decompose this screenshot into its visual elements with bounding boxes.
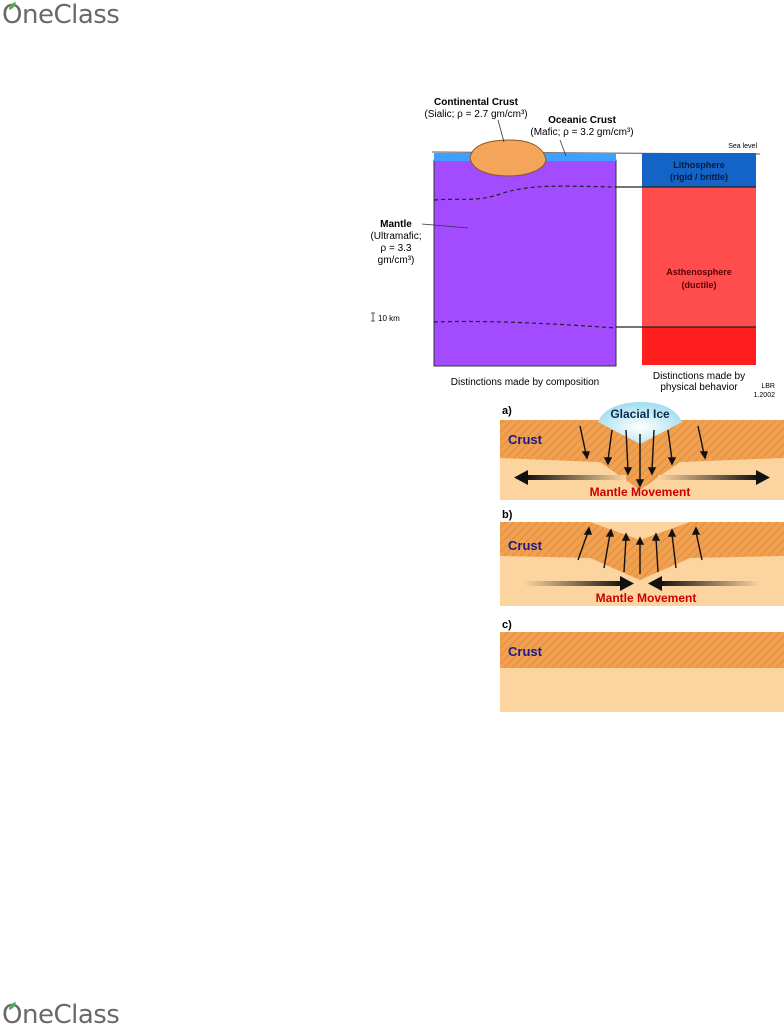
oneclass-logo-top: OneClass xyxy=(2,0,120,30)
logo-text: OneClass xyxy=(2,1000,120,1030)
lithosphere-sub: (rigid / brittle) xyxy=(670,172,728,182)
panel-a: a) Glacial Ice Crust Mantle Movement xyxy=(500,402,784,500)
mantle-column xyxy=(433,159,617,367)
panel-a-label: a) xyxy=(502,405,512,417)
lithosphere-boundary-left xyxy=(433,185,617,201)
oneclass-logo-bottom: OneClass xyxy=(2,1000,120,1030)
continental-leader-line xyxy=(497,119,505,143)
lower-mantle-block xyxy=(642,327,756,365)
asthenosphere-sub: (ductile) xyxy=(682,280,717,290)
glacial-ice-label: Glacial Ice xyxy=(610,407,670,421)
left-inward-arrow xyxy=(524,581,624,586)
continental-crust-shape xyxy=(469,139,547,177)
panel-c: c) Crust xyxy=(500,619,784,712)
leaf-icon xyxy=(9,2,16,10)
panel-b-label: b) xyxy=(502,509,513,521)
continental-crust-sub: (Sialic; ρ = 2.7 gm/cm³) xyxy=(424,109,527,120)
mantle-line2: ρ = 3.3 xyxy=(381,243,412,254)
caption-physical-2: physical behavior xyxy=(660,382,738,393)
mantle-line1: (Ultramafic; xyxy=(370,231,421,242)
deep-boundary-left xyxy=(433,320,617,329)
credit-2: 1.2002 xyxy=(754,392,776,399)
lithosphere-block xyxy=(642,153,756,187)
caption-composition: Distinctions made by composition xyxy=(451,377,599,388)
depth-label: 10 km xyxy=(378,314,400,323)
mantle-leader-line xyxy=(421,223,469,229)
oceanic-crust-sub: (Mafic; ρ = 3.2 gm/cm³) xyxy=(530,127,633,138)
panel-b-crust-label: Crust xyxy=(508,538,543,553)
lithosphere-title: Lithosphere xyxy=(673,160,725,170)
sea-level-label: Sea level xyxy=(728,143,757,150)
asthenosphere-title: Asthenosphere xyxy=(666,267,732,277)
left-outward-arrow xyxy=(526,475,626,480)
oceanic-crust-title: Oceanic Crust xyxy=(548,115,616,126)
upward-arrows-icon xyxy=(577,526,703,574)
earth-structure-diagram: Continental Crust (Sialic; ρ = 2.7 gm/cm… xyxy=(370,97,776,399)
mantle-title: Mantle xyxy=(380,219,412,230)
right-outward-arrow xyxy=(658,475,758,480)
panel-a-mantle-label: Mantle Movement xyxy=(590,485,691,499)
panel-c-label: c) xyxy=(502,619,512,631)
caption-physical-1: Distinctions made by xyxy=(653,371,745,382)
continental-crust-title: Continental Crust xyxy=(434,97,519,108)
panel-b-mantle-label: Mantle Movement xyxy=(596,591,697,605)
oceanic-leader-line xyxy=(559,139,567,157)
downward-arrows-icon xyxy=(579,425,708,488)
panel-b-crust xyxy=(500,522,784,580)
depth-marker-icon xyxy=(371,312,375,322)
glacial-ice-shape xyxy=(598,402,682,444)
panel-c-crust-label: Crust xyxy=(508,644,543,659)
mantle-line3: gm/cm³) xyxy=(378,255,415,266)
panel-a-crust-label: Crust xyxy=(508,432,543,447)
leaf-icon xyxy=(9,1002,16,1010)
right-inward-arrow xyxy=(660,581,760,586)
credit-1: LBR xyxy=(761,383,775,390)
panel-b: b) Crust Mantle Movement xyxy=(500,509,784,606)
panel-c-crust xyxy=(500,632,784,668)
asthenosphere-block xyxy=(642,187,756,327)
logo-text: OneClass xyxy=(2,0,120,30)
isostatic-rebound-diagram: a) Glacial Ice Crust Mantle Movement b) … xyxy=(500,402,784,712)
panel-a-crust xyxy=(500,420,784,490)
